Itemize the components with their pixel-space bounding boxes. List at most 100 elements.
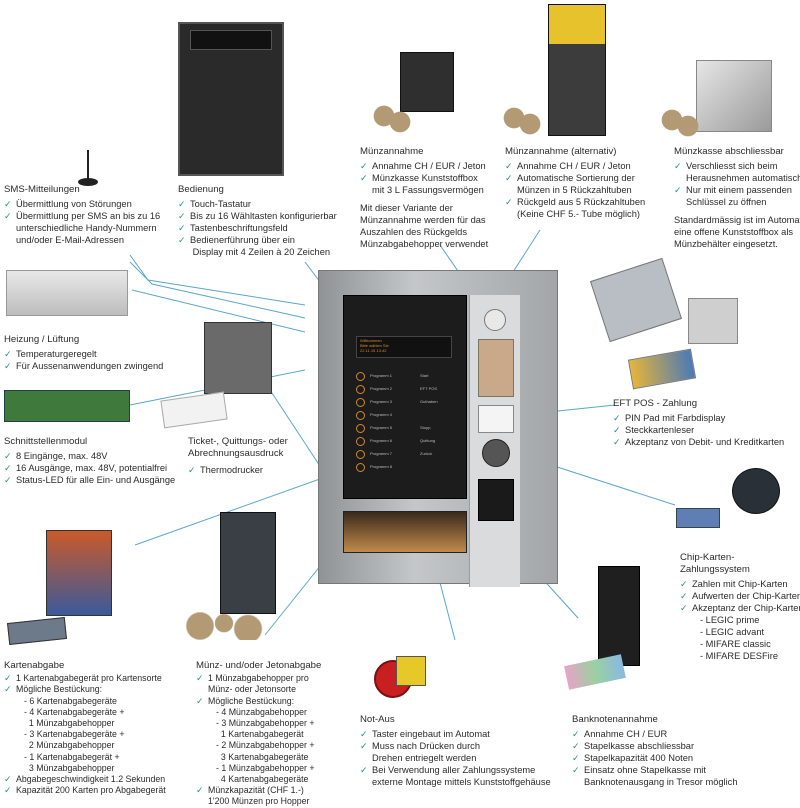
- machine-key-button[interactable]: [356, 450, 365, 459]
- list-item: Status-LED für alle Ein- und Ausgänge: [4, 474, 175, 486]
- list-item: 1 Kartenabgabegerät pro Kartensorte: [4, 673, 166, 684]
- list-item: 16 Ausgänge, max. 48V, potentialfrei: [4, 462, 175, 474]
- list-item: Münzkasse Kunststoffbox mit 3 L Fassungs…: [360, 172, 488, 196]
- muenzannahme-alt-block: Münzannahme (alternativ) Annahme CH / EU…: [505, 146, 645, 220]
- list-item: Automatische Sortierung der Münzen in 5 …: [505, 172, 645, 196]
- sms-title: SMS-Mitteilungen: [4, 184, 80, 195]
- banknote-acceptor-image: [598, 566, 640, 666]
- list-item: Bei Verwendung aller Zahlungssysteme ext…: [360, 764, 551, 788]
- muenzkasse-block: Münzkasse abschliessbar Verschliesst sic…: [674, 146, 800, 250]
- list-item: Nur mit einem passenden Schlüssel zu öff…: [674, 184, 800, 208]
- muenzannahme-title: Münzannahme: [360, 146, 424, 157]
- machine-key-function: Zurück: [420, 451, 433, 456]
- jetonabgabe-block: Münz- und/oder Jetonabgabe 1 Münzabgabeh…: [196, 660, 321, 808]
- machine-key-button[interactable]: [356, 385, 365, 394]
- list-item: Mögliche Bestückung:: [4, 684, 166, 695]
- list-item: Akzeptanz der Chip-Karten: [680, 602, 800, 614]
- vending-machine: Willkommen Bitte wählen Sie 22.11.15 13:…: [318, 270, 558, 587]
- list-subitem: - 1 Kartenabgabegerät +: [24, 751, 120, 762]
- list-item: Annahme CH / EUR / Jeton: [505, 160, 645, 172]
- list-item: Abgabegeschwindigkeit 1.2 Sekunden: [4, 774, 166, 785]
- coins-image: [372, 104, 412, 134]
- list-subitem: - LEGIC prime: [700, 615, 760, 625]
- list-subitem: - 2 Münzabgabehopper +: [216, 740, 315, 751]
- list-item: Rückgeld aus 5 Rückzahltuben (Keine CHF …: [505, 196, 645, 220]
- list-item: Für Aussenanwendungen zwingend: [4, 360, 163, 372]
- machine-key-label: Programm 6: [370, 438, 393, 443]
- chip-block: Chip-Karten-Zahlungssystem Zahlen mit Ch…: [680, 552, 800, 662]
- card-dispenser-image: [46, 530, 112, 616]
- list-subitem: 2 Münzabgabehopper: [24, 740, 115, 751]
- list-subitem: 4 Kartenabgabegeräte: [216, 774, 309, 785]
- eft-title: EFT POS - Zahlung: [613, 398, 698, 409]
- list-subitem: - 4 Münzabgabehopper: [216, 706, 307, 717]
- list-item: Übermittlung von Störungen: [4, 198, 160, 210]
- coin-acceptor-image: [400, 52, 454, 112]
- list-item: Aufwerten der Chip-Karten: [680, 590, 800, 602]
- interface-board-image: [4, 390, 130, 422]
- machine-key-button[interactable]: [356, 437, 365, 446]
- coin-return[interactable]: [482, 439, 510, 467]
- list-item: Zahlen mit Chip-Karten: [680, 578, 800, 590]
- display-date: 22.11.15: [360, 348, 376, 353]
- kartenabgabe-title: Kartenabgabe: [4, 660, 65, 671]
- printer-slot[interactable]: [478, 479, 514, 521]
- dispense-tray[interactable]: [343, 511, 467, 553]
- notaus-title: Not-Aus: [360, 714, 395, 725]
- coins-image-3: [660, 108, 700, 138]
- schnittstelle-title: Schnittstellenmodul: [4, 436, 88, 447]
- machine-key-label: Programm 5: [370, 425, 393, 430]
- list-subitem: - MIFARE classic: [700, 639, 771, 649]
- machine-key-function: Guthaben: [420, 399, 438, 404]
- list-item: Steckkartenleser: [613, 424, 784, 436]
- list-item: Akzeptanz von Debit- und Kreditkarten: [613, 436, 784, 448]
- eft-pinpad[interactable]: [478, 339, 514, 397]
- chip-card-image: [676, 508, 720, 528]
- heater-image: [6, 270, 128, 316]
- bedienung-block: Bedienung Touch-Tastatur Bis zu 16 Wählt…: [178, 184, 337, 258]
- list-item: Verschliesst sich beim Herausnehmen auto…: [674, 160, 800, 184]
- muenzannahme-block: Münzannahme Annahme CH / EUR / Jeton Mün…: [360, 146, 488, 250]
- list-item: Tastenbeschriftungsfeld: [178, 222, 337, 234]
- machine-key-row: Programm 8: [356, 461, 456, 474]
- kartenabgabe-block: Kartenabgabe 1 Kartenabgabegerät pro Kar…: [4, 660, 166, 797]
- machine-key-function: Stopp: [420, 425, 431, 430]
- machine-key-row: Programm 2 EFT POS: [356, 383, 456, 396]
- list-item: Taster eingebaut im Automat: [360, 728, 551, 740]
- touch-keyboard-image: [178, 22, 284, 176]
- chip-title: Chip-Karten-Zahlungssystem: [680, 552, 750, 575]
- machine-key-function: EFT POS: [420, 386, 438, 391]
- list-item: Bis zu 16 Wähltasten konfigurierbar: [178, 210, 337, 222]
- machine-key-button[interactable]: [356, 411, 365, 420]
- list-item: PIN Pad mit Farbdisplay: [613, 412, 784, 424]
- list-item: Bedienerführung über ein Display mit 4 Z…: [178, 234, 337, 258]
- list-item: Stapelkasse abschliessbar: [572, 740, 738, 752]
- muenzkasse-note: Standardmässig ist im Automat eine offen…: [674, 215, 800, 249]
- machine-key-label: Programm 3: [370, 399, 393, 404]
- machine-key-button[interactable]: [356, 463, 365, 472]
- coin-slot-column: [469, 295, 520, 587]
- coin-slot[interactable]: [484, 309, 506, 331]
- display-line-2: Bitte wählen Sie: [360, 343, 389, 348]
- machine-key-label: Programm 2: [370, 386, 393, 391]
- list-item: 8 Eingänge, max. 48V: [4, 450, 175, 462]
- machine-key-row: Programm 4: [356, 409, 456, 422]
- machine-key-button[interactable]: [356, 372, 365, 381]
- sms-block: SMS-Mitteilungen Übermittlung von Störun…: [4, 184, 160, 246]
- list-item: Übermittlung per SMS an bis zu 16 unters…: [4, 210, 160, 246]
- list-item: 1 Münzabgabehopper pro Münz- oder Jetons…: [196, 673, 321, 695]
- banknoten-block: Banknotenannahme Annahme CH / EUR Stapel…: [572, 714, 738, 788]
- machine-key-button[interactable]: [356, 424, 365, 433]
- machine-key-button[interactable]: [356, 398, 365, 407]
- list-item: Einsatz ohne Stapelkasse mit Banknotenau…: [572, 764, 738, 788]
- lockable-coin-box-image: [696, 60, 772, 132]
- notaus-block: Not-Aus Taster eingebaut im Automat Muss…: [360, 714, 551, 788]
- machine-key-label: Programm 7: [370, 451, 393, 456]
- coins-image-4: [184, 612, 264, 640]
- machine-key-row: Programm 7 Zurück: [356, 448, 456, 461]
- card-reader[interactable]: [478, 405, 514, 433]
- list-item: Annahme CH / EUR: [572, 728, 738, 740]
- list-item: Temperaturgeregelt: [4, 348, 163, 360]
